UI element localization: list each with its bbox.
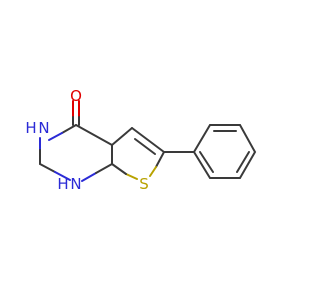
atom-labels: O N H N H S xyxy=(25,87,148,193)
c2-n1-bond xyxy=(39,163,56,173)
c5-c6-bond-double xyxy=(134,138,156,155)
c6-s-bond-s xyxy=(149,166,157,177)
nitrogen-bottom-label: N xyxy=(70,175,81,193)
c6-s-bond xyxy=(155,151,165,168)
c4a-c5-bond xyxy=(111,127,133,146)
sulfur-label: S xyxy=(139,175,149,193)
s-c7a-bond-s xyxy=(125,173,138,180)
phenyl-double-3 xyxy=(199,151,214,173)
phenyl-double-2 xyxy=(236,151,250,173)
oxygen-label: O xyxy=(70,87,82,105)
molecule-diagram: O N H N H S xyxy=(25,87,257,193)
s-c7a-bond xyxy=(111,163,127,175)
nitrogen-top-label: N xyxy=(38,119,49,137)
n1-c7a-bond-n xyxy=(81,172,97,182)
c4-n3-bond-n xyxy=(48,132,63,141)
c4-n3-bond xyxy=(61,124,77,134)
h-top-label: H xyxy=(25,119,36,137)
bonds xyxy=(39,100,257,182)
h-bottom-label: H xyxy=(57,175,68,193)
n1-c7a-bond xyxy=(95,163,113,174)
phenyl-ring xyxy=(192,124,257,179)
c5-c6-bond xyxy=(131,127,165,153)
c2-n1-bond-n xyxy=(54,171,71,181)
c4-c4a-bond xyxy=(75,124,113,146)
